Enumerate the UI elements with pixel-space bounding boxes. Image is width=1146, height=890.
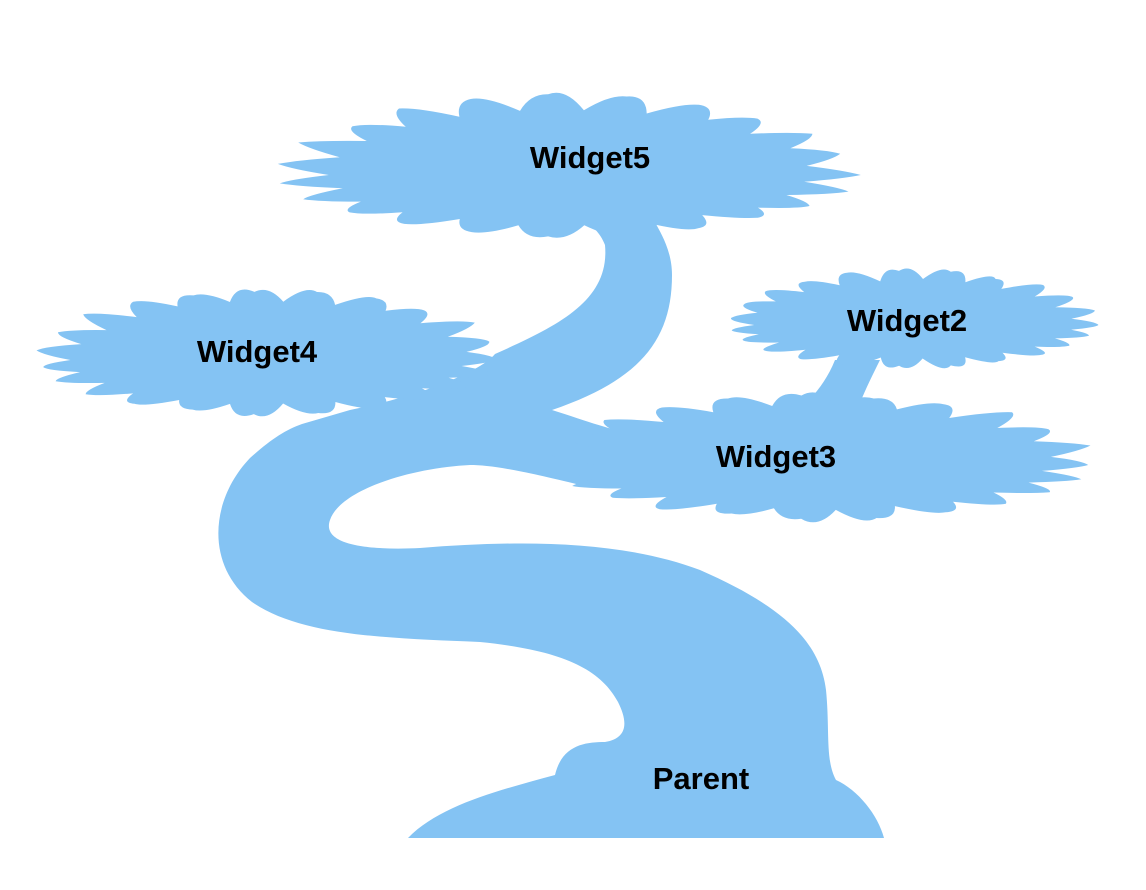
canopy-widget5: [277, 92, 861, 238]
node-label-parent: Parent: [653, 761, 749, 796]
node-label-widget5: Widget5: [530, 140, 650, 175]
tree-shape: [36, 92, 1099, 838]
node-label-widget2: Widget2: [847, 303, 967, 338]
canopy-widget2: [730, 268, 1099, 369]
tree-trunk: [218, 222, 885, 838]
canopy-widget4: [36, 289, 497, 417]
node-label-widget3: Widget3: [716, 439, 836, 474]
canopy-widget3: [546, 392, 1091, 523]
node-label-widget4: Widget4: [197, 334, 318, 369]
